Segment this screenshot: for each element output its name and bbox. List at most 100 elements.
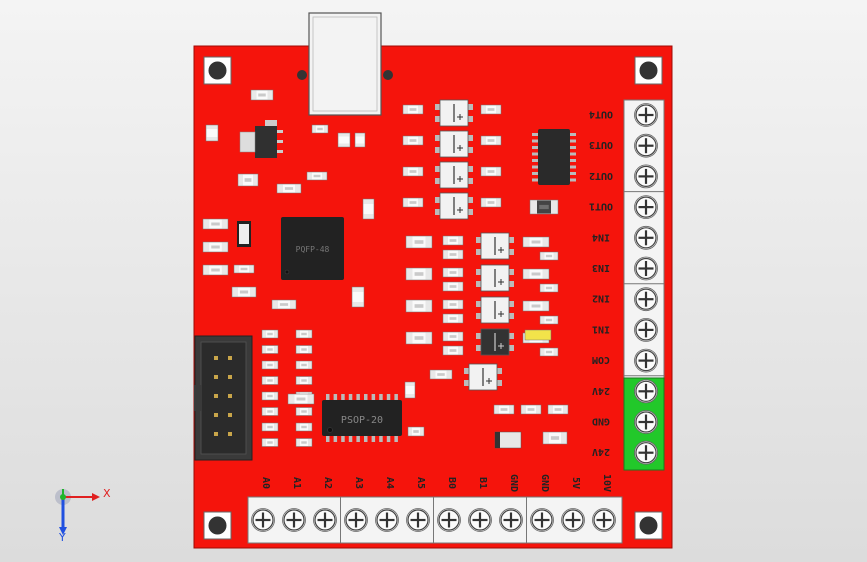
terminal-label: OUT3 [589,139,613,150]
bridge-rectifier [435,130,473,158]
smd-component [362,198,375,220]
bridge-rectifier [435,192,473,220]
smd-component [480,135,502,146]
terminal-label: 24V [592,446,610,457]
smd-component [295,422,313,432]
terminal-screw [468,508,492,532]
smd-component [480,166,502,177]
terminal-label: A0 [260,477,271,489]
smd-component [295,376,313,385]
sop-chip-label: PSOP-20 [341,415,383,426]
terminal-screw [634,317,658,342]
smd-component [202,218,229,230]
smd-component [547,404,569,415]
terminal-label: A5 [415,477,426,489]
axis-x-label: X [103,487,111,500]
mounting-hole [297,70,307,80]
smd-component [442,267,464,278]
smd-component [542,431,568,445]
axis-triad: X Y [55,487,111,544]
terminal-label: 24V [592,385,610,396]
smd-component [354,132,366,148]
smd-component [404,381,416,399]
smd-component [402,104,424,115]
smd-component [493,404,515,415]
smd-component [442,299,464,310]
terminal-label: IN3 [592,262,610,273]
smd-component [520,404,542,415]
terminal-label: OUT2 [589,170,613,181]
smd-component [250,89,274,101]
smd-component [429,369,453,380]
smd-component [522,268,550,280]
optocoupler-array [532,129,576,185]
terminal-screw [499,508,523,532]
smd-component [261,391,279,401]
smd-component [402,135,424,146]
smd-component [261,438,279,447]
terminal-label: OUT4 [589,109,613,120]
terminal-label: COM [592,354,610,365]
terminal-screw [634,348,658,373]
smd-component [405,299,433,313]
terminal-label: A1 [291,477,302,489]
terminal-label: OUT1 [589,201,613,212]
terminal-label: A4 [384,477,395,489]
smd-component [276,183,302,194]
smd-component [261,407,279,416]
terminal-screw [437,508,461,532]
terminal-screw [634,164,658,189]
smd-component [306,171,328,181]
qfp-chip-label: PQFP-48 [296,245,330,254]
smd-component [202,241,229,253]
terminal-screw [592,508,616,532]
terminal-label: GND [539,474,550,492]
smd-component [539,251,559,261]
smd-component [405,331,433,345]
corner-pad-bottom-left [203,511,232,540]
smd-component [295,329,313,339]
smd-component [337,132,351,148]
bridge-rectifier [476,232,514,260]
smd-component [522,236,550,248]
terminal-label: GND [508,474,519,492]
smd-component [442,331,464,342]
terminal-label: IN2 [592,293,610,304]
usb-connector [308,12,382,116]
terminal-screw [634,410,658,434]
smd-component [442,249,464,260]
smd-component [261,345,279,354]
qfp-chip: PQFP-48 [281,217,344,280]
terminal-screw [634,103,658,127]
idc-header [194,335,253,461]
smd-component [402,197,424,208]
terminal-label: A3 [353,477,364,489]
terminal-screw [406,508,430,532]
terminal-label: IN1 [592,323,610,334]
smd-component [295,438,313,447]
smd-component [205,124,219,142]
smd-component [442,345,464,356]
bridge-rectifier [435,99,473,127]
smd-component [233,264,255,274]
smd-component [261,422,279,432]
smd-component [442,313,464,324]
bridge-components [435,99,514,391]
bridge-rectifier [464,363,502,391]
bridge-rectifier [476,328,514,356]
smd-component [287,393,315,405]
terminal-label: B1 [477,477,488,489]
terminal-screw [634,133,658,158]
smd-component [351,286,365,308]
smd-component [311,124,329,134]
bridge-rectifier [476,264,514,292]
smd-component [480,197,502,208]
smd-component [442,281,464,292]
bridge-rectifier [435,161,473,189]
terminal-screw [634,379,658,404]
smd-component [529,199,559,215]
smd-component [271,299,297,310]
corner-pad-bottom-right [634,511,663,540]
smd-component [480,104,502,115]
terminal-screw [251,508,275,532]
